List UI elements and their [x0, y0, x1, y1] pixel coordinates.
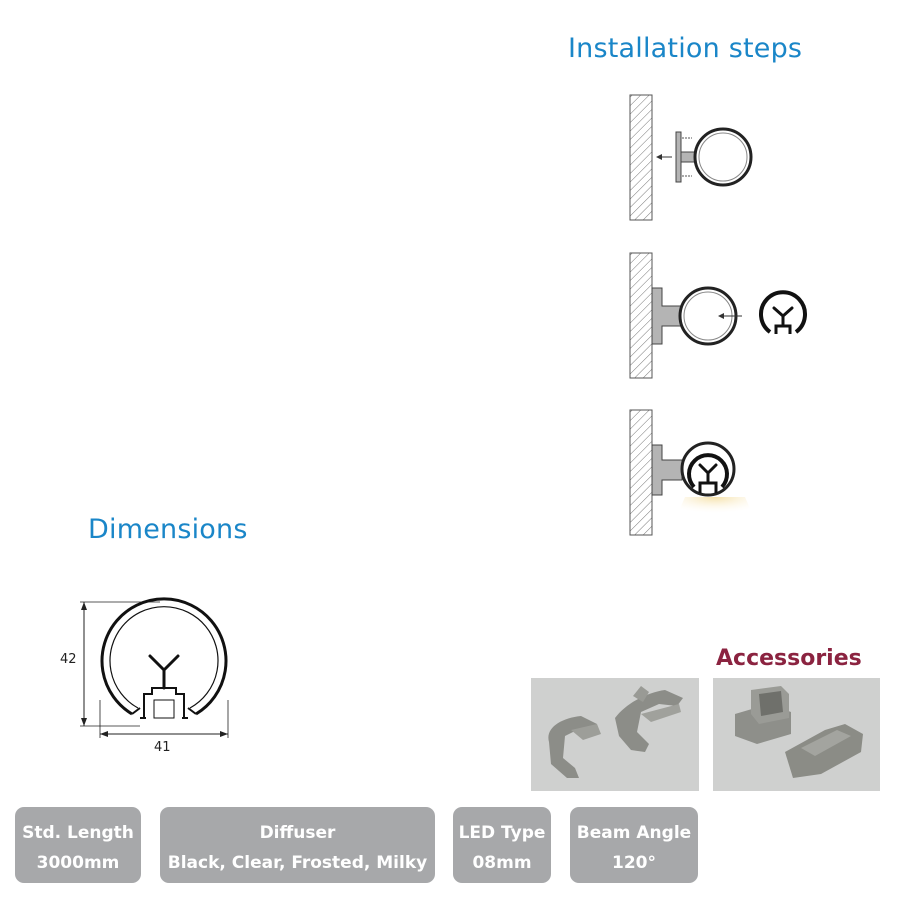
installation-steps-title: Installation steps — [568, 33, 803, 64]
spec-diffuser: Diffuser Black, Clear, Frosted, Milky — [160, 807, 435, 883]
dimensions-title: Dimensions — [88, 514, 248, 545]
spec-beam-angle: Beam Angle 120° — [570, 807, 698, 883]
accessories-title: Accessories — [716, 646, 862, 671]
accessory-photo-end-caps — [531, 678, 699, 791]
spec-led-type: LED Type 08mm — [453, 807, 551, 883]
square-cap-illustration — [713, 678, 880, 791]
dimension-width-label: 41 — [154, 740, 171, 755]
spec-led-type-label: LED Type — [458, 823, 546, 843]
spec-beam-angle-value: 120° — [612, 853, 656, 873]
spec-diffuser-value: Black, Clear, Frosted, Milky — [167, 853, 428, 873]
end-cap-illustration — [531, 678, 699, 791]
dimension-height-label: 42 — [60, 652, 77, 667]
spec-std-length: Std. Length 3000mm — [15, 807, 141, 883]
accessory-photo-square-cap — [713, 678, 880, 791]
spec-std-length-label: Std. Length — [22, 823, 134, 843]
spec-beam-angle-label: Beam Angle — [576, 823, 692, 843]
installation-step-3-diagram — [629, 409, 755, 536]
spec-std-length-value: 3000mm — [36, 853, 120, 873]
installation-step-1-diagram — [629, 94, 753, 221]
spec-diffuser-label: Diffuser — [259, 823, 336, 843]
dimensions-drawing — [80, 597, 229, 738]
spec-led-type-value: 08mm — [472, 853, 532, 873]
installation-step-2-diagram — [629, 252, 807, 379]
